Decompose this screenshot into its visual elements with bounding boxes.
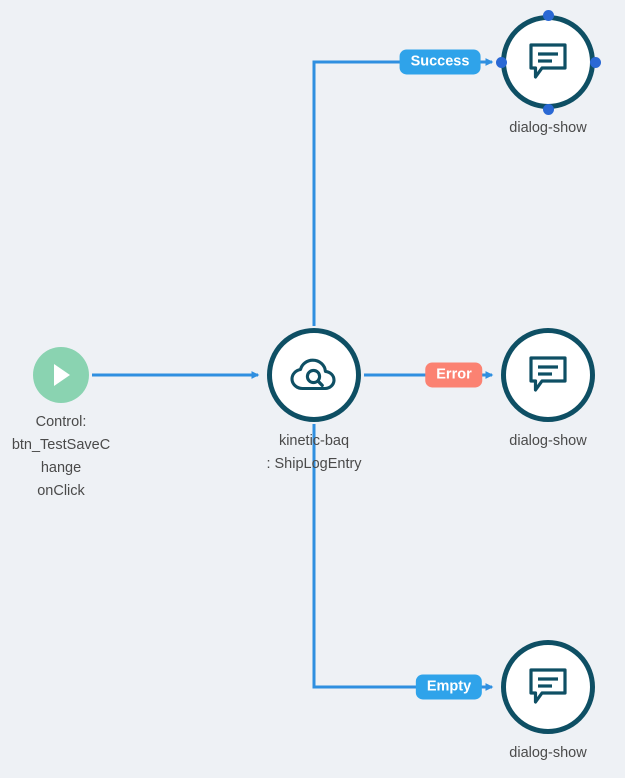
branch-badge-success[interactable]: Success [399, 49, 481, 75]
connector-baq-success[interactable] [312, 58, 494, 326]
dialog-error-node-circle[interactable] [501, 328, 595, 422]
baq-node-circle[interactable] [267, 328, 361, 422]
selection-handle-north[interactable] [542, 9, 554, 21]
dialog-success-node-circle[interactable] [501, 15, 595, 109]
dialog-icon [526, 354, 570, 396]
dialog-icon [526, 666, 570, 708]
play-icon [48, 361, 74, 389]
node-kinetic-baq-label: kinetic-baq : ShipLogEntry [266, 433, 362, 472]
node-trigger-label: Control: btn_TestSaveC hange onClick [11, 414, 111, 499]
node-dialog-show-success-label: dialog-show [509, 120, 587, 136]
node-dialog-show-error-label: dialog-show [509, 433, 587, 449]
trigger-node-circle[interactable] [33, 347, 89, 403]
dialog-empty-node-circle[interactable] [501, 640, 595, 734]
branch-badge-error[interactable]: Error [425, 362, 483, 388]
selection-handle-west[interactable] [495, 56, 507, 68]
cloud-search-icon [289, 355, 339, 395]
dialog-icon [526, 41, 570, 83]
branch-badge-empty[interactable]: Empty [415, 674, 483, 700]
selection-handle-south[interactable] [542, 103, 554, 115]
node-dialog-show-empty-label: dialog-show [509, 745, 587, 761]
selection-handle-east[interactable] [589, 56, 601, 68]
